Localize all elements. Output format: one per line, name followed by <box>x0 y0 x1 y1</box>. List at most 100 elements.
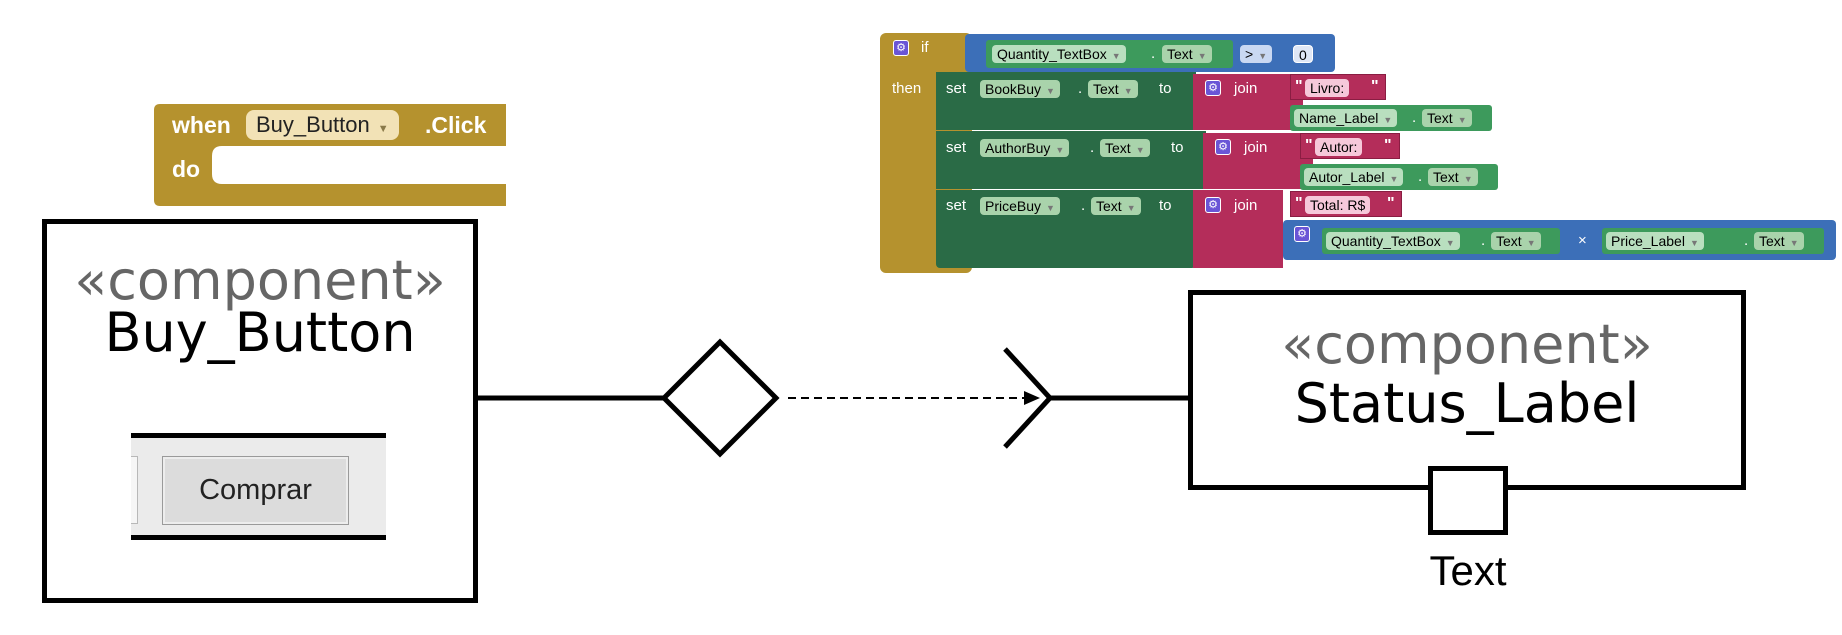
chevron-down-icon: ▼ <box>1197 51 1207 61</box>
close-quote: " <box>1387 195 1395 212</box>
condition-component-dropdown[interactable]: Quantity_TextBox ▼ <box>992 45 1126 63</box>
chevron-down-icon: ▼ <box>1457 115 1467 125</box>
left-component-dropdown[interactable]: Quantity_TextBox ▼ <box>1326 232 1460 250</box>
component-stereotype: «component» <box>1281 313 1653 376</box>
buy-button-component: «component» Buy_Button <box>42 219 478 603</box>
chevron-down-icon: ▼ <box>1258 51 1268 61</box>
open-quote: " <box>1305 137 1313 154</box>
event-component-dropdown[interactable]: Buy_Button ▼ <box>246 110 399 140</box>
chevron-down-icon: ▼ <box>1445 238 1455 248</box>
condition-property-dropdown[interactable]: Text ▼ <box>1162 45 1212 63</box>
strip-edge <box>131 456 138 524</box>
to-keyword: to <box>1159 80 1172 97</box>
close-quote: " <box>1371 78 1379 95</box>
component-name: Name_Label <box>1299 110 1379 126</box>
set-property-dropdown[interactable]: Text ▼ <box>1091 197 1141 215</box>
right-property-dropdown[interactable]: Text ▼ <box>1754 232 1804 250</box>
second-component-dropdown[interactable]: Name_Label ▼ <box>1294 109 1398 127</box>
second-property-dropdown[interactable]: Text ▼ <box>1428 168 1478 186</box>
property-name: Text <box>1093 81 1119 97</box>
set-property-dropdown[interactable]: Text ▼ <box>1088 80 1138 98</box>
then-keyword: then <box>892 80 922 97</box>
chevron-down-icon: ▼ <box>1463 174 1473 184</box>
join-keyword: join <box>1234 197 1258 214</box>
port-label: Text <box>1429 547 1507 594</box>
operator-dropdown[interactable]: >▼ <box>1240 45 1273 63</box>
text-string[interactable]: Autor: <box>1315 138 1363 156</box>
string-value: Livro: <box>1310 80 1345 96</box>
chevron-down-icon: ▼ <box>1689 238 1699 248</box>
number-text: 0 <box>1299 47 1307 63</box>
target-name: PriceBuy <box>985 198 1042 214</box>
chevron-down-icon: ▼ <box>377 123 389 135</box>
set-block-row2 <box>936 131 1206 189</box>
gear-icon[interactable]: ⚙ <box>893 40 909 56</box>
chevron-down-icon: ▼ <box>1135 145 1145 155</box>
property-name: Text <box>1096 198 1122 214</box>
chevron-down-icon: ▼ <box>1126 203 1136 213</box>
right-component-dropdown[interactable]: Price_Label ▼ <box>1606 232 1704 250</box>
chevron-down-icon: ▼ <box>1046 86 1055 96</box>
multiply-operator: × <box>1578 232 1587 249</box>
dot-separator: . <box>1151 45 1156 62</box>
set-target-dropdown[interactable]: PriceBuy ▼ <box>980 197 1060 215</box>
open-quote: " <box>1295 78 1303 95</box>
set-block-row3 <box>936 190 1196 268</box>
property-name: Text <box>1433 169 1459 185</box>
to-keyword: to <box>1159 197 1172 214</box>
set-keyword: set <box>946 197 967 214</box>
gear-icon[interactable]: ⚙ <box>1215 139 1231 155</box>
chevron-down-icon: ▼ <box>1789 238 1799 248</box>
text-port <box>1428 466 1508 535</box>
dot-separator: . <box>1412 109 1417 126</box>
set-target-dropdown[interactable]: AuthorBuy ▼ <box>980 139 1070 157</box>
gear-icon[interactable]: ⚙ <box>1205 80 1221 96</box>
left-property-dropdown[interactable]: Text▼ <box>1491 232 1541 250</box>
number-value[interactable]: 0 <box>1293 45 1313 63</box>
chevron-down-icon: ▼ <box>1526 238 1536 248</box>
property-name: Text <box>1167 46 1193 62</box>
component-stereotype: «component» <box>74 249 446 312</box>
target-name: AuthorBuy <box>985 140 1051 156</box>
to-keyword: to <box>1171 139 1184 156</box>
event-component-name: Buy_Button <box>256 112 370 137</box>
chevron-down-icon: ▼ <box>1111 51 1121 61</box>
component-name: Quantity_TextBox <box>997 46 1107 62</box>
if-keyword: if <box>921 39 929 56</box>
component-name: Quantity_TextBox <box>1331 233 1441 249</box>
dot-separator: . <box>1744 232 1749 249</box>
comprar-button-label: Comprar <box>199 474 312 506</box>
gear-icon[interactable]: ⚙ <box>1294 226 1310 242</box>
string-value: Total: R$ <box>1310 197 1366 213</box>
second-component-dropdown[interactable]: Autor_Label ▼ <box>1304 168 1404 186</box>
text-string[interactable]: Livro: <box>1305 79 1350 97</box>
set-target-dropdown[interactable]: BookBuy▼ <box>980 80 1060 98</box>
when-keyword: when <box>172 112 231 138</box>
chevron-down-icon: ▼ <box>1055 145 1065 155</box>
component-name: Autor_Label <box>1309 169 1385 185</box>
second-property-dropdown[interactable]: Text ▼ <box>1422 109 1472 127</box>
text-string[interactable]: Total: R$ <box>1305 196 1371 214</box>
dot-separator: . <box>1078 80 1083 97</box>
chevron-down-icon: ▼ <box>1046 203 1055 213</box>
chevron-down-icon: ▼ <box>1123 86 1133 96</box>
diamond-shape <box>660 338 780 458</box>
dot-separator: . <box>1090 139 1095 156</box>
gear-icon[interactable]: ⚙ <box>1205 197 1221 213</box>
set-keyword: set <box>946 80 967 97</box>
join-keyword: join <box>1234 80 1258 97</box>
component-name: Price_Label <box>1611 233 1685 249</box>
dot-separator: . <box>1081 197 1086 214</box>
property-name: Text <box>1427 110 1453 126</box>
set-property-dropdown[interactable]: Text▼ <box>1100 139 1150 157</box>
chevron-down-icon: ▼ <box>1389 174 1399 184</box>
set-block-row1 <box>936 72 1196 130</box>
component-name: Status_Label <box>1294 372 1640 435</box>
chevron-down-icon: ▼ <box>1383 115 1393 125</box>
open-quote: " <box>1295 195 1303 212</box>
event-block-shape <box>154 104 506 206</box>
comprar-button[interactable]: Comprar <box>162 456 349 525</box>
property-name: Text <box>1759 233 1785 249</box>
string-value: Autor: <box>1320 139 1358 155</box>
